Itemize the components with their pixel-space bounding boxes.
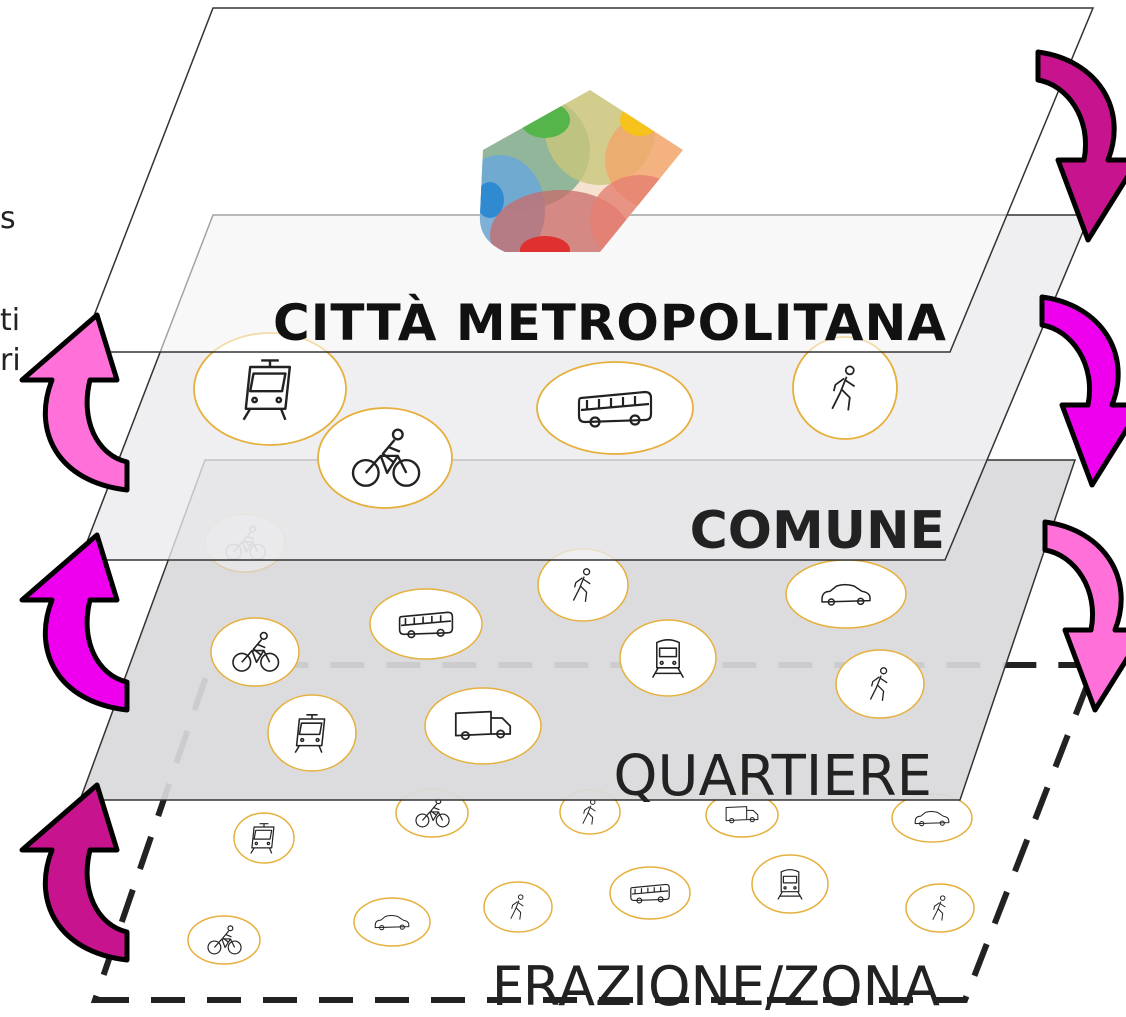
van-icon [424,687,542,765]
layer-label-frazione: FRAZIONE/ZONA [492,955,940,1017]
curved-arrow-up-icon [19,532,130,713]
bus-icon [609,866,691,920]
car-icon [785,559,907,629]
curved-arrow-down-icon [1035,49,1126,243]
curved-arrow-up-icon [19,312,130,493]
layer-frazione: FRAZIONE/ZONA [90,662,1100,1017]
car-icon [353,897,431,947]
bus-icon [536,361,694,455]
tram-icon [267,694,357,772]
bicycle-icon [317,407,453,509]
train-icon [619,619,717,697]
pedestrian-icon [483,881,553,933]
quartiere-icons [204,513,925,772]
layer-label-comune: COMUNE [690,501,945,561]
tram-icon [233,812,295,864]
layer-label-quartiere: QUARTIERE [613,744,932,809]
bicycle-icon [187,915,261,965]
curved-arrow-down-icon [1039,294,1126,488]
arrows-right [1035,49,1126,713]
frazione-icons [187,788,975,965]
arrows-left [19,312,130,963]
side-text-fragment: ri [0,343,21,378]
side-text-fragment: ti [0,303,20,338]
pedestrian-icon [835,649,925,719]
train-icon [751,854,829,914]
bicycle-icon [210,617,300,687]
side-text-fragment: s [0,201,16,236]
layer-metro: CITTÀ METROPOLITANA [78,7,1095,353]
comune-icons [193,332,898,509]
curved-arrow-up-icon [19,782,130,963]
pedestrian-icon [905,883,975,933]
bus-icon [369,588,483,660]
curved-arrow-down-icon [1042,519,1126,713]
layer-label-metro: CITTÀ METROPOLITANA [273,293,947,352]
